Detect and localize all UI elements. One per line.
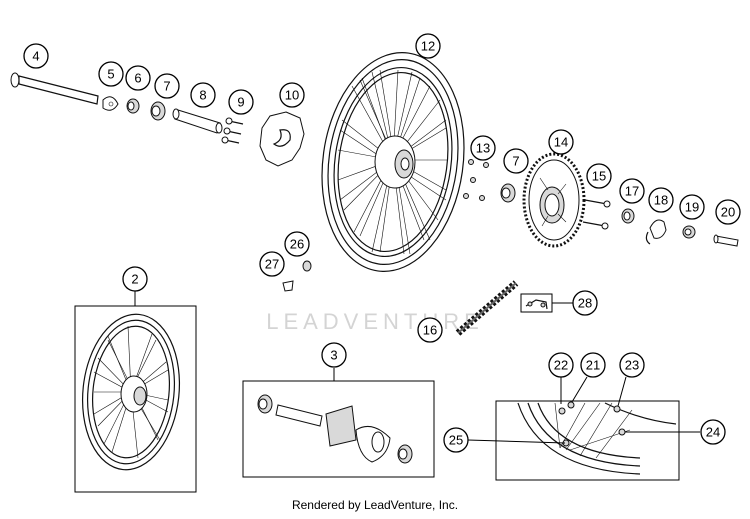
svg-text:6: 6: [134, 71, 141, 86]
callout-20: 20: [715, 199, 741, 225]
hub-assembly: [257, 394, 413, 464]
callout-24: 24: [700, 419, 726, 445]
wheel-bearing-left: [150, 101, 166, 121]
spoke-detail: [517, 401, 677, 475]
rear-sprocket: [522, 152, 586, 248]
callout-10: 10: [279, 82, 305, 108]
svg-text:19: 19: [685, 200, 699, 215]
callout-21: 21: [580, 352, 606, 378]
spacer-plate: [102, 96, 119, 111]
drive-chain: [455, 280, 519, 336]
callout-25: 25: [443, 427, 469, 453]
callout-16: 16: [417, 317, 443, 343]
svg-text:18: 18: [654, 193, 668, 208]
sprocket-bolts: [582, 199, 611, 230]
axle: [10, 72, 99, 105]
svg-text:25: 25: [449, 433, 463, 448]
disc-screws: [221, 117, 244, 144]
svg-text:3: 3: [330, 348, 337, 363]
spacer-tube: [172, 108, 223, 134]
svg-text:2: 2: [131, 272, 138, 287]
chain-master-link: [520, 293, 553, 313]
callout-12: 12: [415, 33, 441, 59]
svg-text:8: 8: [199, 88, 206, 103]
svg-text:20: 20: [721, 205, 735, 220]
svg-text:23: 23: [625, 358, 639, 373]
callout-27: 27: [259, 251, 285, 277]
svg-text:10: 10: [285, 88, 299, 103]
callout-8: 8: [190, 82, 216, 108]
callout-7-left: 7: [154, 73, 180, 99]
valve-cap: [302, 260, 312, 272]
callout-23: 23: [619, 352, 645, 378]
svg-text:15: 15: [592, 169, 606, 184]
svg-text:14: 14: [554, 135, 568, 150]
svg-text:7: 7: [512, 154, 519, 169]
callout-2: 2: [122, 266, 148, 292]
callout-9: 9: [228, 89, 254, 115]
valve-stem: [282, 280, 294, 292]
svg-text:9: 9: [237, 95, 244, 110]
sprocket-nuts: [463, 159, 489, 201]
box-spoke-detail: [495, 400, 680, 481]
callout-22: 22: [548, 352, 574, 378]
callout-13: 13: [470, 135, 496, 161]
sprocket-bushing: [621, 208, 635, 224]
callout-28: 28: [572, 290, 598, 316]
axle-cap: [682, 225, 696, 239]
rear-wheel: [321, 52, 465, 272]
svg-text:13: 13: [476, 141, 490, 156]
callout-7-right: 7: [503, 148, 529, 174]
svg-text:16: 16: [423, 323, 437, 338]
footer-credit: Rendered by LeadVenture, Inc.: [291, 498, 459, 512]
chain-adjuster: [645, 219, 667, 245]
callout-17: 17: [619, 178, 645, 204]
svg-text:26: 26: [290, 237, 304, 252]
svg-text:22: 22: [554, 358, 568, 373]
callout-5: 5: [98, 61, 124, 87]
callout-26: 26: [284, 231, 310, 257]
callout-19: 19: [679, 194, 705, 220]
svg-text:17: 17: [625, 184, 639, 199]
callout-6: 6: [125, 65, 151, 91]
svg-text:4: 4: [32, 49, 39, 64]
box-hub-assembly: [242, 380, 435, 478]
svg-text:24: 24: [706, 425, 720, 440]
svg-text:5: 5: [107, 67, 114, 82]
wheel-bearing-right: [500, 183, 516, 203]
svg-text:27: 27: [265, 257, 279, 272]
wheel-assembly: [81, 313, 181, 471]
svg-text:28: 28: [578, 296, 592, 311]
callout-18: 18: [648, 187, 674, 213]
svg-text:7: 7: [163, 79, 170, 94]
callout-4: 4: [23, 43, 49, 69]
svg-text:12: 12: [421, 39, 435, 54]
svg-text:21: 21: [586, 358, 600, 373]
axle-nut: [713, 234, 739, 247]
callout-14: 14: [548, 129, 574, 155]
bushing: [126, 98, 140, 114]
brake-disc: [259, 111, 305, 167]
callout-15: 15: [586, 163, 612, 189]
watermark: LEADVENTURE: [266, 309, 484, 334]
callout-3: 3: [321, 342, 347, 368]
